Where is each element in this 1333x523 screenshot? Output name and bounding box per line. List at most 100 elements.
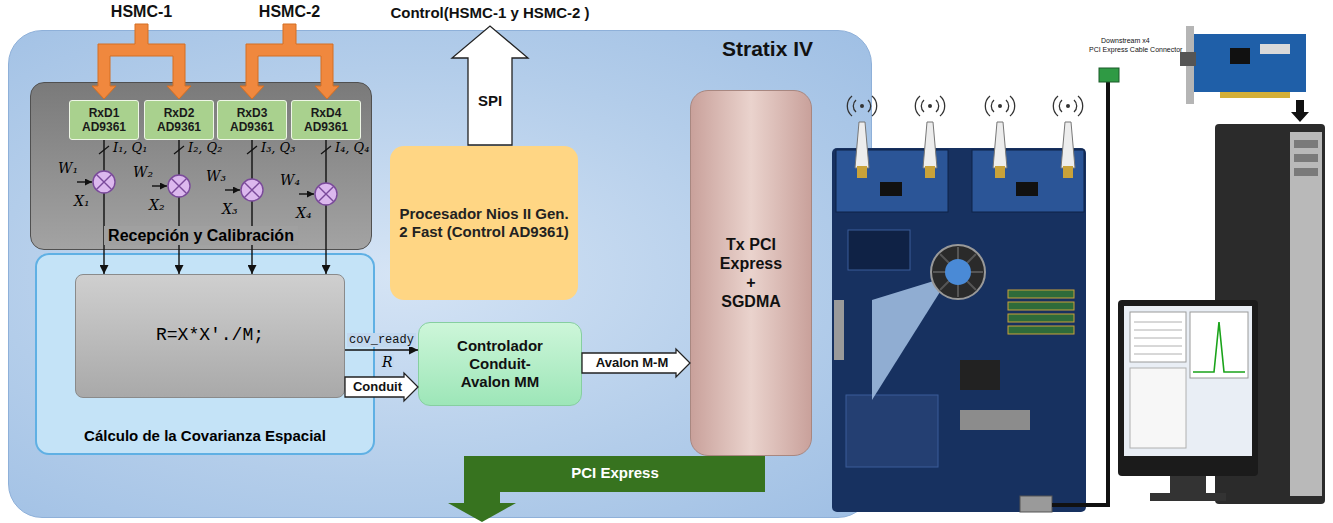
receiver-box: RxD4 AD9361 (291, 100, 361, 140)
signal-arrow (326, 140, 327, 274)
signal-line (325, 140, 326, 274)
signal-name: I₁, Q₁ (112, 141, 148, 156)
box-label: Procesador Nios II Gen. 2 Fast (Control … (398, 205, 570, 241)
group-panel: Cálculo de la Covarianza Espacial R=X*X'.… (35, 253, 375, 455)
weight-arrow-part (152, 185, 167, 186)
monitor-part (1124, 306, 1252, 456)
fpga-chip-fan-part (931, 245, 985, 299)
signal-name: X₄ (295, 205, 313, 221)
monitor-part (1170, 475, 1206, 493)
box-label: Controlador Conduit-Avalon MM (445, 337, 555, 391)
multiplier-symbol-part (318, 186, 334, 202)
fpga-board-part (960, 360, 1000, 390)
signal-name: I₄, Q₄ (334, 141, 370, 156)
receiver-name: RxD4 AD9361 (296, 106, 356, 135)
bus-arrow-shape (582, 349, 690, 377)
bus-arrow (582, 349, 690, 377)
label-anchor: PCI Express Cable Connector (1088, 46, 1183, 54)
label-anchor: X₁ (73, 193, 91, 209)
receiver-box: RxD2 AD9361 (144, 100, 214, 140)
label-anchor: X₂ (148, 197, 166, 213)
pc-tower-part (1294, 168, 1318, 176)
fpga-board-part (846, 395, 938, 467)
weight-arrow-part (77, 181, 92, 182)
fpga-region: Stratix IVRecepción y CalibraciónRxD1 AD… (8, 30, 872, 518)
callout-wedge-part (872, 276, 950, 400)
process-box: R=X*X'./M; (75, 274, 345, 398)
pcie-card-part (1260, 44, 1290, 54)
bus-slash-part (247, 146, 257, 154)
fpga-chip-fan-part (933, 247, 983, 297)
fpga-board-part (880, 182, 902, 196)
signal-name: X₃ (221, 201, 239, 217)
hsmc-bus-arrow (240, 24, 339, 99)
label-anchor: R (381, 354, 394, 370)
bus-name: SPI (477, 92, 503, 109)
connector-name: HSMC-1 (110, 3, 173, 21)
antenna (915, 96, 944, 178)
antenna (985, 96, 1014, 178)
multiplier-symbol-part (241, 179, 263, 201)
signal-arrow (179, 140, 180, 274)
hsmc-bus-arrow (92, 24, 191, 99)
label-anchor: Downstream x4 (1100, 37, 1151, 45)
pcie-arrow-part (448, 456, 765, 522)
label-anchor: HSMC-2 (258, 3, 321, 21)
weight-name: W₃ (205, 168, 227, 184)
fpga-board (832, 148, 1086, 512)
down-arrow-part (1291, 100, 1309, 122)
pcie-card-part (1230, 48, 1250, 64)
pcie-card-part (1220, 92, 1290, 98)
monitor-part (1193, 322, 1245, 372)
pcie-cable-part (1099, 68, 1119, 82)
label-anchor: I₄, Q₄ (334, 141, 370, 156)
fpga-board-part (1008, 302, 1074, 310)
fpga-board-part (1008, 314, 1074, 322)
label-anchor: W₂ (132, 164, 154, 180)
signal-line (345, 349, 418, 350)
signal-name: X₁ (73, 193, 91, 209)
receiver-box: RxD1 AD9361 (69, 100, 139, 140)
bus-arrow-shape (345, 373, 418, 401)
signal-line (251, 140, 252, 274)
pcie-cable (1052, 68, 1119, 505)
pcie-card-part (1194, 34, 1306, 92)
bus-slash-part (321, 146, 331, 154)
antenna (1053, 96, 1082, 178)
label-anchor: X₄ (295, 205, 313, 221)
process-box: Procesador Nios II Gen. 2 Fast (Control … (390, 146, 578, 300)
fpga-board-part (1008, 290, 1074, 298)
signal-name: R (381, 354, 394, 370)
antenna-part (847, 96, 876, 178)
monitor-part (1118, 300, 1258, 476)
spi-arrow-part (452, 26, 528, 145)
edge-label-anchor: Conduit (351, 379, 404, 395)
bus-slash-part (174, 146, 184, 154)
bus-arrow (345, 373, 418, 401)
group-title: Cálculo de la Covarianza Espacial (84, 427, 326, 445)
pc-tower-part (1290, 132, 1322, 496)
fpga-board-part (834, 300, 844, 360)
label-anchor: SPI (477, 92, 503, 109)
multiplier-symbol-part (168, 175, 190, 197)
spi-arrow (452, 26, 528, 145)
multiplier-symbol-part (244, 182, 260, 198)
box-label: Tx PCI Express + SGDMA (717, 235, 785, 312)
fpga-board-part (848, 230, 910, 270)
multiplier-symbol-part (315, 183, 337, 205)
bus-name: Control(HSMC-1 y HSMC-2 ) (389, 4, 590, 21)
bus-slash-part (99, 146, 109, 154)
connector-name: HSMC-2 (258, 3, 321, 21)
receiver-name: RxD3 AD9361 (222, 106, 282, 135)
edge-label-anchor: Avalon M-M (594, 355, 670, 371)
photo-text: Downstream x4 (1100, 37, 1151, 45)
signal-arrow (252, 140, 253, 274)
signal-line (103, 140, 104, 274)
bus-name: Conduit (351, 379, 404, 395)
process-box: Controlador Conduit-Avalon MM (418, 322, 582, 406)
signal-name: I₂, Q₂ (187, 141, 223, 156)
bus-name: PCI Express (570, 464, 660, 481)
weight-name: W₄ (279, 172, 301, 188)
